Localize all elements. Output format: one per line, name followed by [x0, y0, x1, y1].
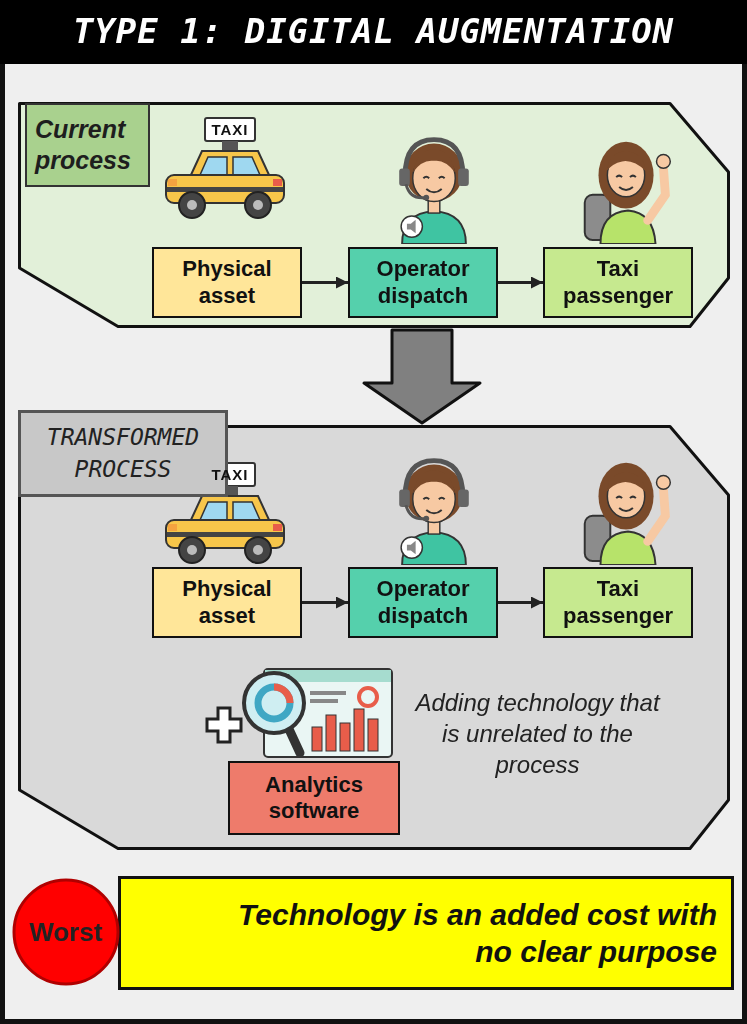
oper-icon — [399, 140, 469, 244]
verdict-text: Technology is an added cost with no clea… — [237, 896, 717, 971]
flow-arrow — [302, 601, 348, 604]
flow-arrow — [498, 601, 543, 604]
process-box: Operator dispatch — [348, 567, 498, 638]
transform-arrow — [364, 330, 480, 423]
rating-circle: Worst — [12, 878, 120, 986]
process-box: Operator dispatch — [348, 247, 498, 318]
box-label: Operator dispatch — [356, 576, 490, 629]
process-box: Taxi passenger — [543, 247, 693, 318]
circle-shape — [14, 880, 118, 984]
process-panel: Current processPhysical asset Operator di… — [18, 102, 730, 328]
box-label: Analytics software — [236, 772, 392, 825]
verdict-box: Technology is an added cost with no clea… — [118, 876, 734, 990]
taxi-sign-text: TAXI — [205, 118, 255, 142]
panel-heading: Current process — [25, 103, 150, 187]
panel-heading: TRANSFORMED PROCESS — [18, 410, 228, 497]
pass-icon — [585, 463, 671, 565]
box-label: Taxi passenger — [551, 256, 685, 309]
process-panel: TRANSFORMED PROCESSPhysical assetOperato… — [18, 425, 730, 850]
pass-icon — [585, 142, 671, 244]
process-box: Physical asset — [152, 247, 302, 318]
process-box: Taxi passenger — [543, 567, 693, 638]
box-label: Taxi passenger — [551, 576, 685, 629]
plus-icon — [207, 708, 241, 742]
flow-arrow — [302, 281, 348, 284]
diagram-title: TYPE 1: DIGITAL AUGMENTATION — [0, 11, 747, 51]
box-label: Physical asset — [160, 256, 294, 309]
panel-shape — [20, 104, 729, 327]
flow-arrow — [498, 281, 543, 284]
process-box: Physical asset — [152, 567, 302, 638]
rating-label: Worst — [29, 917, 102, 948]
box-label: Physical asset — [160, 576, 294, 629]
oper-icon — [399, 461, 469, 565]
anal-icon — [244, 669, 392, 757]
box-label: Operator dispatch — [356, 256, 490, 309]
taxi-icon — [166, 118, 284, 218]
annotation-note: Adding technology that is unrelated to t… — [410, 687, 665, 781]
process-box: Analytics software — [228, 761, 400, 835]
taxi-sign-text: TAXI — [205, 463, 255, 487]
